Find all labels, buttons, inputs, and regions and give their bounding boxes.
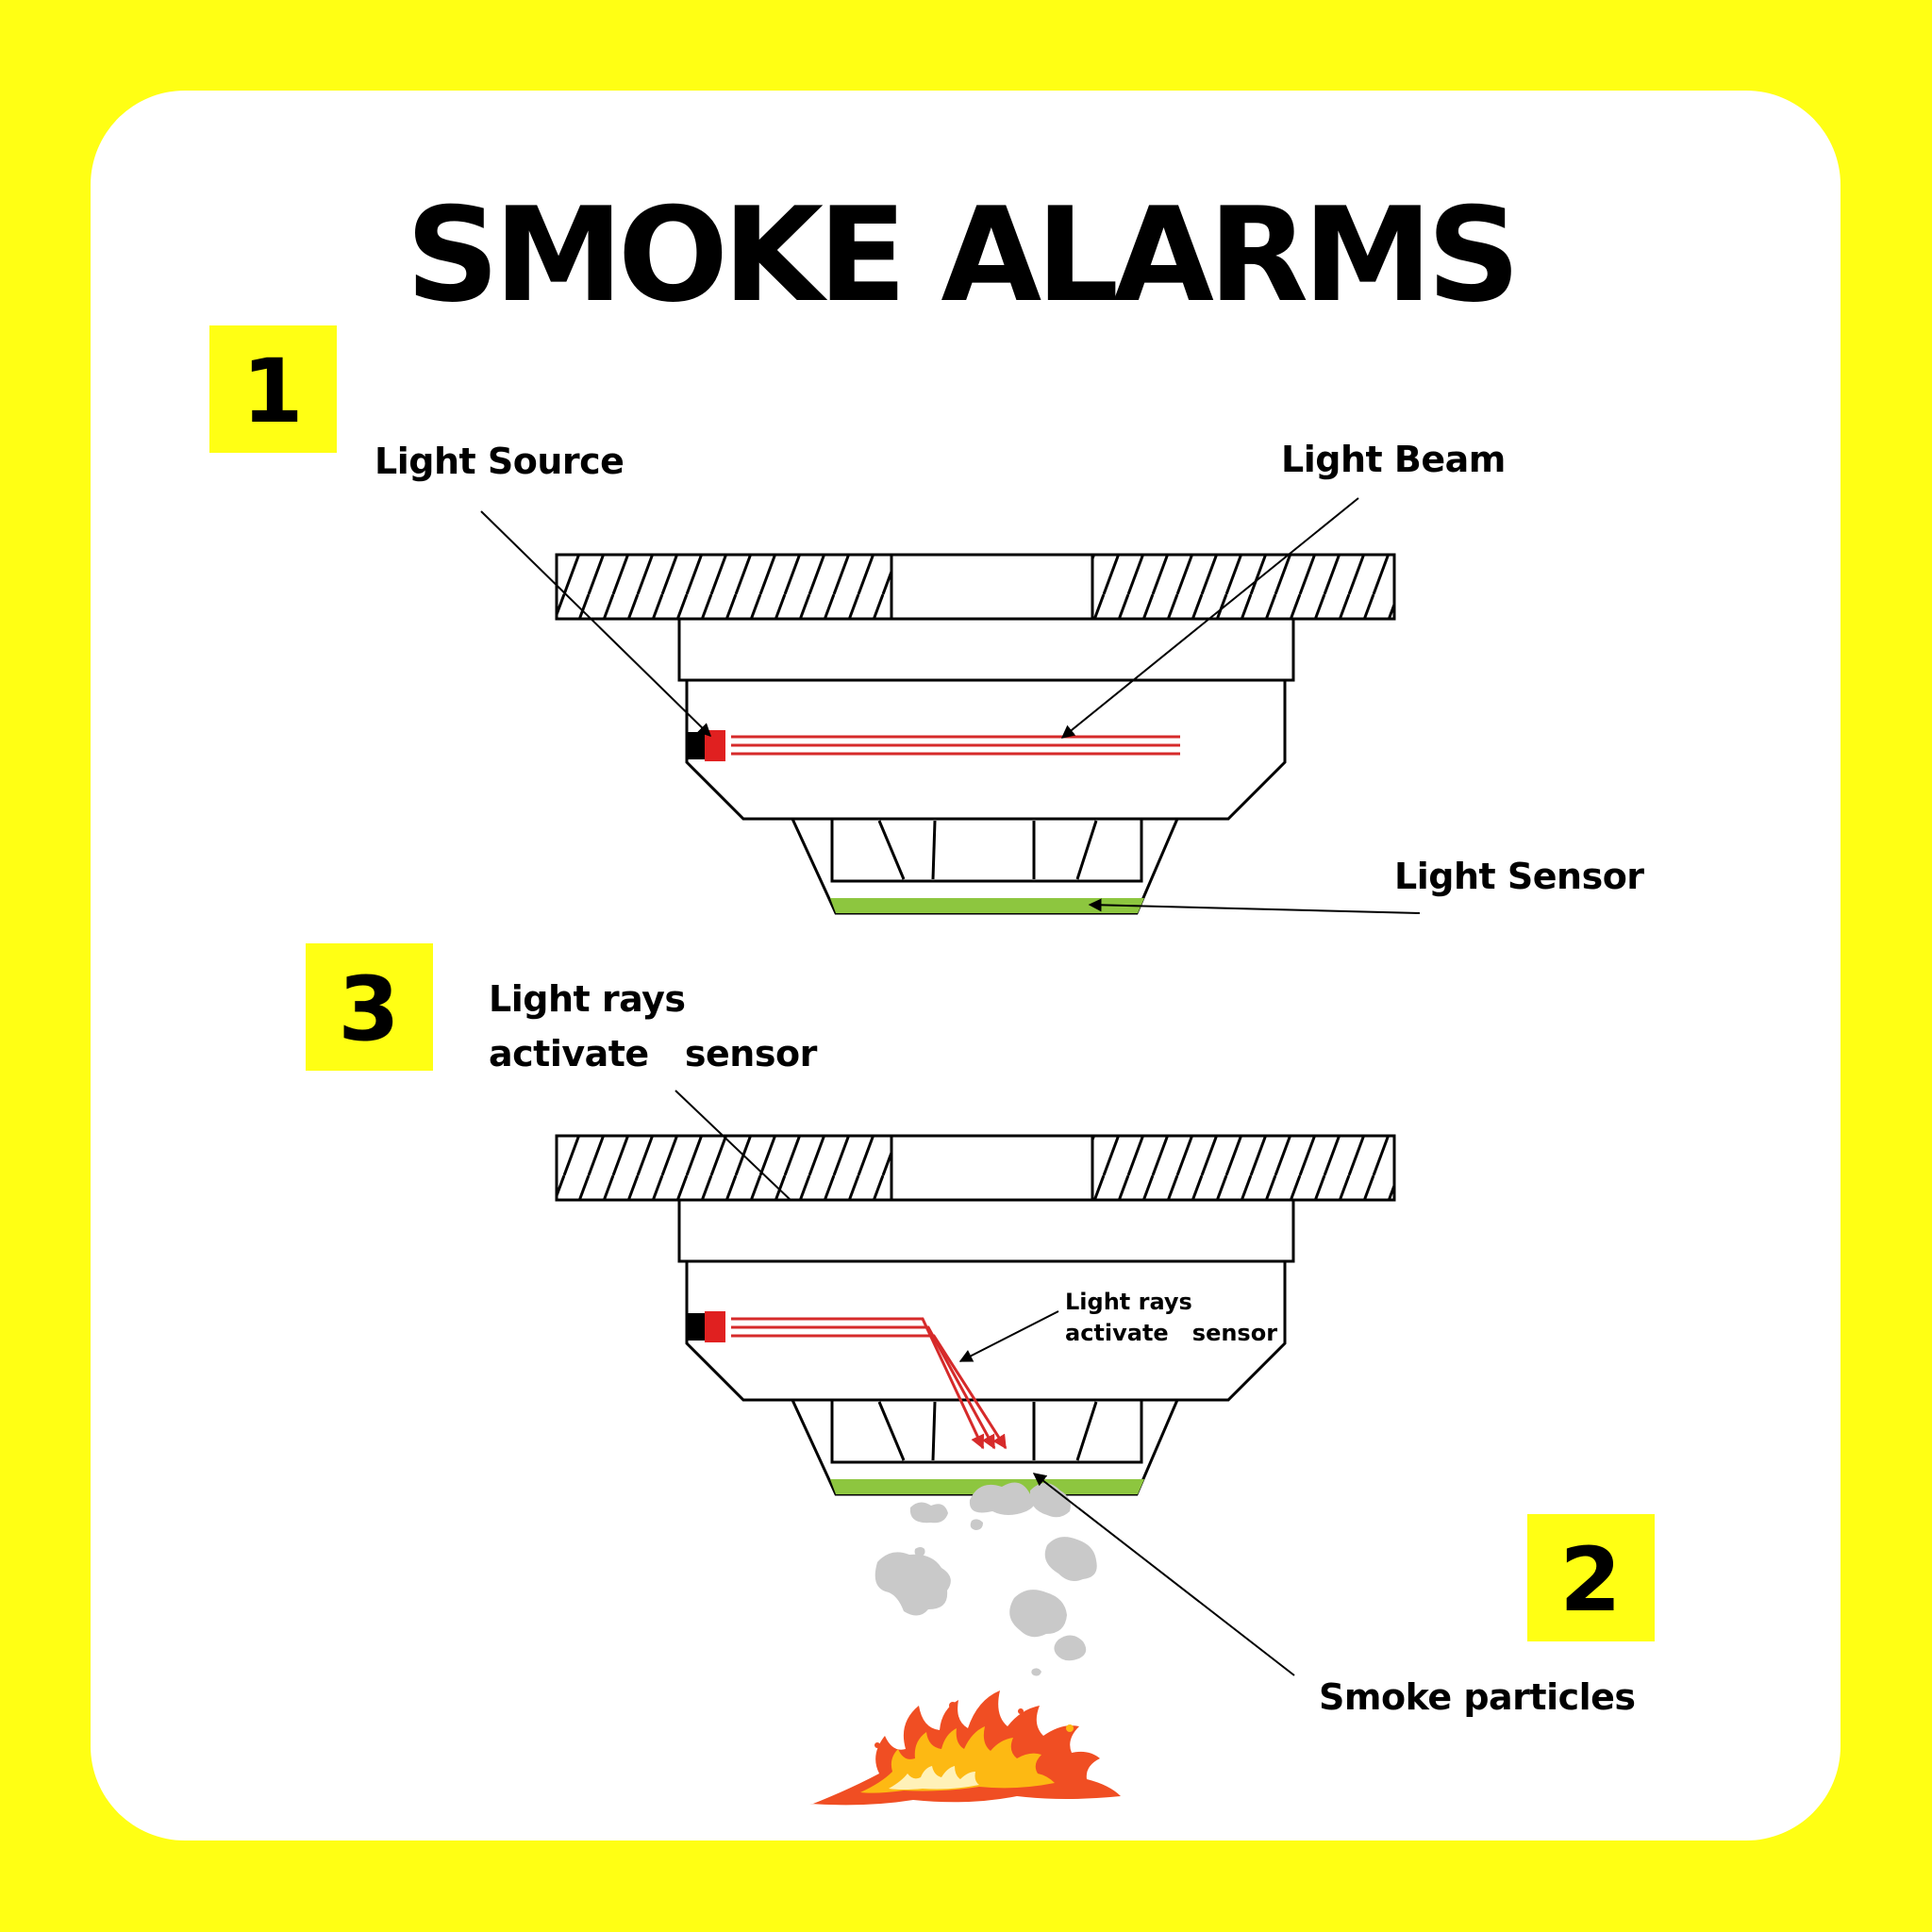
leader-smoke-particles <box>1032 1473 1295 1676</box>
label-smoke-particles: Smoke particles <box>1319 1676 1636 1718</box>
leader-light-sensor <box>1088 898 1421 914</box>
label-rays-line1: Light rays <box>489 978 686 1020</box>
label-rays-line2: activate sensor <box>489 1033 818 1074</box>
fire-icon <box>809 1690 1121 1806</box>
step-badge-2 <box>1527 1514 1655 1641</box>
step-badge-1 <box>209 325 337 453</box>
label-light-source: Light Source <box>375 441 624 482</box>
step-number-1: 1 <box>242 341 303 443</box>
label-inner-rays-line2: activate sensor <box>1065 1320 1277 1346</box>
step-number-2: 2 <box>1559 1529 1621 1632</box>
detector-normal <box>555 553 1396 915</box>
page-title: SMOKE ALARMS <box>406 179 1515 331</box>
leader-light-beam <box>1060 497 1359 739</box>
step-number-3: 3 <box>338 958 399 1061</box>
scattered-beam <box>731 1317 1008 1450</box>
smoke-cloud-icon <box>874 1482 1097 1676</box>
label-inner-rays-line1: Light rays <box>1065 1289 1192 1315</box>
step-badge-3 <box>306 943 433 1071</box>
leader-light-source <box>480 510 712 737</box>
label-light-beam: Light Beam <box>1281 439 1506 480</box>
detector-smoke <box>555 1134 1396 1496</box>
label-light-sensor: Light Sensor <box>1394 856 1644 897</box>
light-beam <box>731 735 1180 756</box>
leader-inner-rays <box>958 1310 1059 1362</box>
card <box>91 91 1840 1840</box>
